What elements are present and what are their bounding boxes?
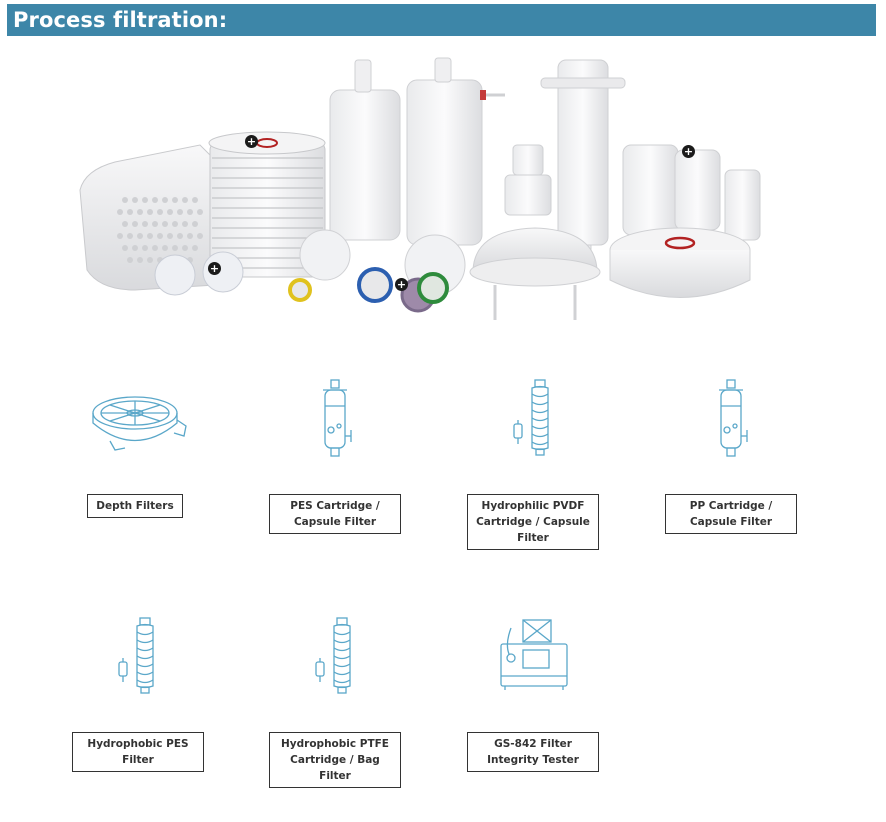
product-label: Hydrophilic PVDF Cartridge / Capsule Fil… bbox=[467, 494, 599, 550]
product-label: Hydrophobic PES Filter bbox=[72, 732, 204, 772]
product-label: Hydrophobic PTFE Cartridge / Bag Filter bbox=[269, 732, 401, 788]
integrity-tester-icon bbox=[500, 619, 568, 690]
product-label: PES Cartridge / Capsule Filter bbox=[269, 494, 401, 534]
hero-plus-badge-2[interactable]: + bbox=[208, 262, 221, 275]
product-label: GS-842 Filter Integrity Tester bbox=[467, 732, 599, 772]
section-header: Process filtration: bbox=[7, 4, 876, 36]
hero-plus-badge-4[interactable]: + bbox=[682, 145, 695, 158]
hero-plus-badge-3[interactable]: + bbox=[395, 278, 408, 291]
section-title: Process filtration: bbox=[13, 8, 228, 32]
product-hydrophobic-pes[interactable]: Hydrophobic PES Filter bbox=[53, 610, 223, 772]
product-gs842-tester[interactable]: GS-842 Filter Integrity Tester bbox=[448, 610, 618, 772]
product-pp-cartridge[interactable]: PP Cartridge / Capsule Filter bbox=[646, 372, 816, 534]
pleated-cartridge-icon bbox=[118, 617, 154, 694]
product-label: Depth Filters bbox=[87, 494, 183, 518]
product-depth-filters[interactable]: Depth Filters bbox=[50, 372, 220, 518]
hero-plus-badge-1[interactable]: + bbox=[245, 135, 258, 148]
product-lineup-illustration bbox=[79, 57, 761, 320]
cartridge-capsule-icon bbox=[323, 379, 352, 457]
pleated-cartridge-icon bbox=[513, 379, 549, 456]
product-pes-cartridge[interactable]: PES Cartridge / Capsule Filter bbox=[250, 372, 420, 534]
product-hydrophobic-ptfe[interactable]: Hydrophobic PTFE Cartridge / Bag Filter bbox=[250, 610, 420, 788]
pleated-cartridge-icon bbox=[315, 617, 351, 694]
cartridge-capsule-icon bbox=[719, 379, 748, 457]
product-label: PP Cartridge / Capsule Filter bbox=[665, 494, 797, 534]
hero-product-image: + + + + bbox=[75, 50, 775, 340]
depth-filter-icon bbox=[92, 396, 187, 451]
product-hydrophilic-pvdf[interactable]: Hydrophilic PVDF Cartridge / Capsule Fil… bbox=[448, 372, 618, 550]
